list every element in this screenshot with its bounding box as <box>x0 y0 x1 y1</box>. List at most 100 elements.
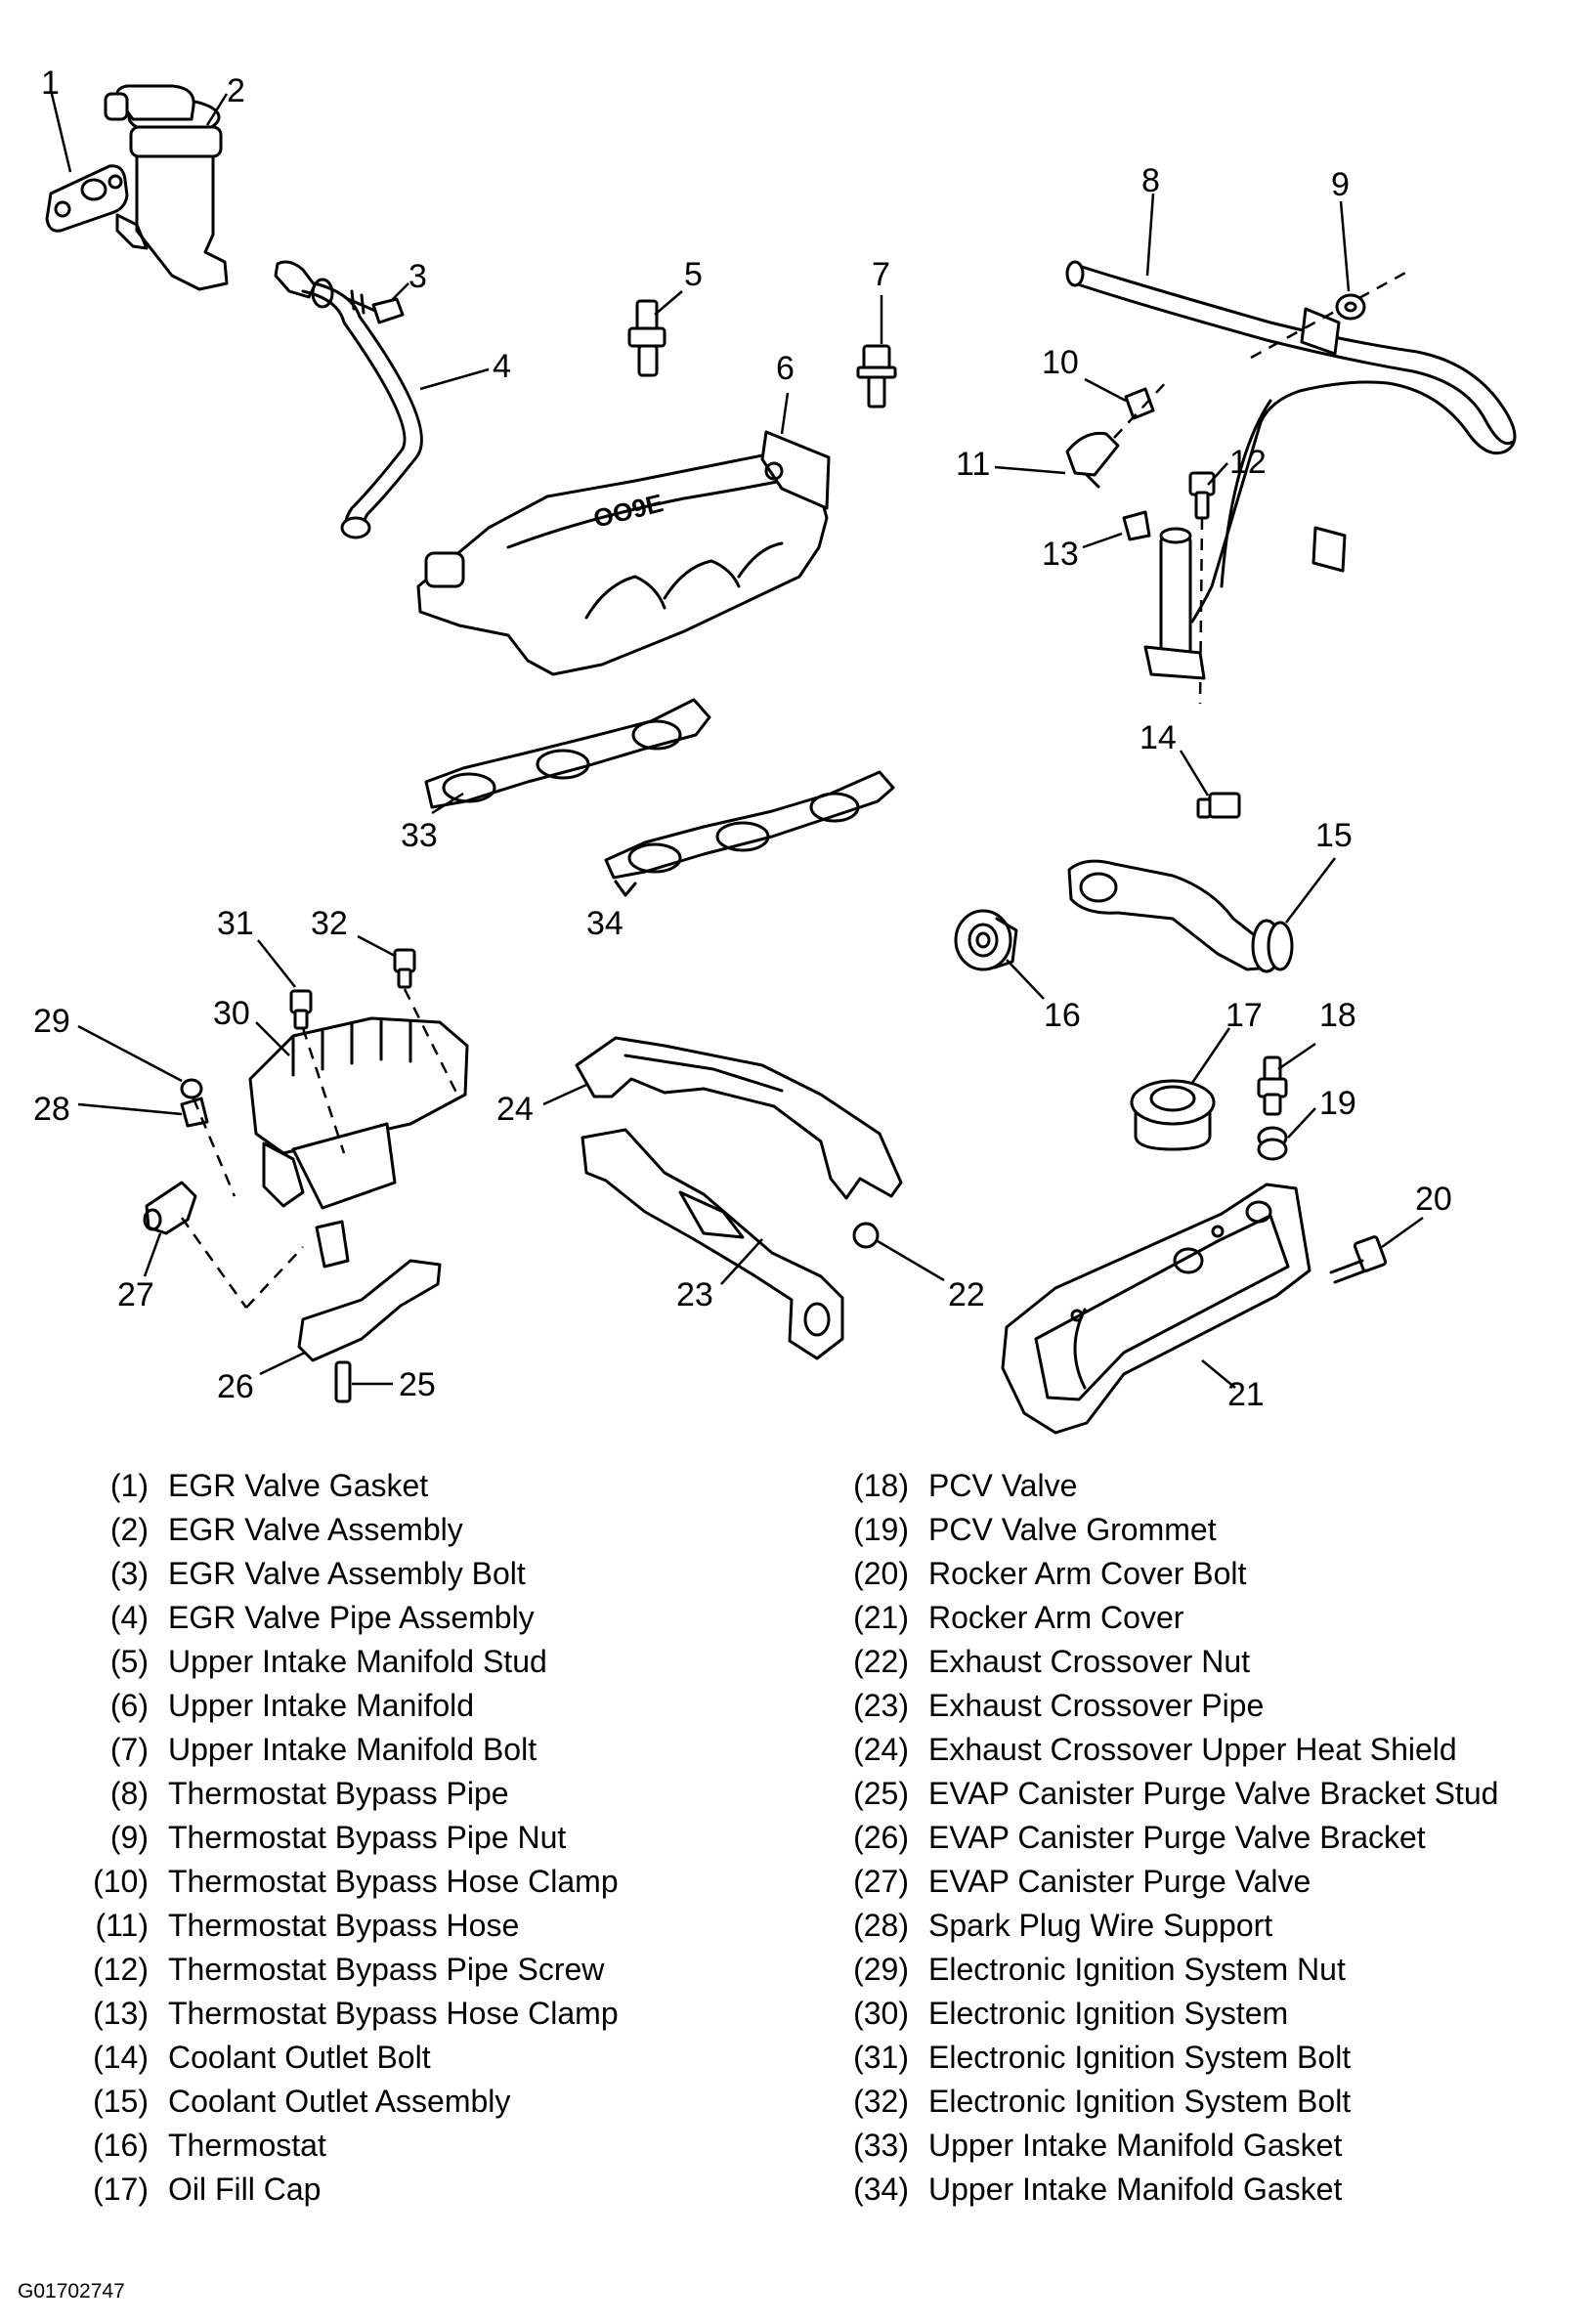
upper-intake-manifold-gasket-33 <box>424 698 711 809</box>
exhaust-crossover-nut <box>852 1222 880 1249</box>
callout-6: 6 <box>776 350 795 387</box>
legend-item-number: (4) <box>109 1600 149 1635</box>
legend-item: (21) Rocker Arm Cover <box>819 1596 1498 1640</box>
exhaust-crossover-upper-heat-shield <box>575 1036 903 1200</box>
legend-item-number: (29) <box>853 1952 909 1987</box>
callout-28: 28 <box>33 1091 70 1128</box>
callout-23: 23 <box>676 1276 713 1313</box>
callout-7: 7 <box>872 256 890 293</box>
exploded-parts-diagram: OO9E <box>33 65 1517 1435</box>
legend-item: (23)Exhaust Crossover Pipe <box>819 1684 1498 1728</box>
legend-item-number: (17) <box>93 2172 149 2207</box>
legend-item: (22)Exhaust Crossover Nut <box>819 1640 1498 1684</box>
legend-item: (30)Electronic Ignition System <box>819 1992 1498 2036</box>
legend-item-label: EGR Valve Assembly <box>168 1512 463 1547</box>
legend-item-number: (11) <box>95 1908 149 1943</box>
electronic-ignition-system-bolt-32 <box>393 948 416 989</box>
callout-12: 12 <box>1229 444 1267 481</box>
pcv-valve-grommet <box>1257 1126 1288 1161</box>
legend-item: (13)Thermostat Bypass Hose Clamp <box>59 1992 619 2036</box>
callout-34: 34 <box>586 905 624 942</box>
legend-item-number: (10) <box>93 1864 149 1899</box>
legend-item-number: (5) <box>109 1644 149 1679</box>
legend-item-label: EVAP Canister Purge Valve Bracket Stud <box>928 1776 1499 1811</box>
electronic-ignition-system-nut <box>180 1078 203 1099</box>
legend-item-number: (8) <box>109 1776 149 1811</box>
pcv-valve <box>1257 1055 1288 1116</box>
callout-26: 26 <box>217 1368 254 1405</box>
legend-item-label: Upper Intake Manifold Gasket <box>928 2172 1343 2207</box>
legend-item: (10) Thermostat Bypass Hose Clamp <box>59 1860 619 1904</box>
legend-item-label: Coolant Outlet Bolt <box>168 2040 431 2075</box>
legend-item-label: Upper Intake Manifold Bolt <box>168 1732 538 1767</box>
legend-item-label: Thermostat Bypass Hose <box>168 1908 520 1943</box>
legend-item-number: (9) <box>109 1820 149 1855</box>
legend-item-label: Thermostat Bypass Hose Clamp <box>168 1864 619 1899</box>
legend-item-label: Thermostat Bypass Pipe Screw <box>168 1952 605 1987</box>
legend-item: (26)EVAP Canister Purge Valve Bracket <box>819 1816 1498 1860</box>
legend-item: (8)Thermostat Bypass Pipe <box>59 1772 619 1816</box>
legend-item: (34) Upper Intake Manifold Gasket <box>819 2168 1498 2212</box>
figure-code: G01702747 <box>18 2280 125 2302</box>
callout-10: 10 <box>1042 344 1079 381</box>
legend-item-number: (3) <box>109 1556 149 1591</box>
legend-item-label: PCV Valve <box>928 1468 1078 1503</box>
legend-item-number: (33) <box>853 2128 909 2163</box>
legend-item: (24)Exhaust Crossover Upper Heat Shield <box>819 1728 1498 1772</box>
legend-item-number: (2) <box>109 1512 149 1547</box>
legend-item: (29) Electronic Ignition System Nut <box>819 1948 1498 1992</box>
legend-item-label: Upper Intake Manifold <box>168 1688 475 1723</box>
legend-item-number: (21) <box>853 1600 909 1635</box>
thermostat-bypass-pipe <box>1065 260 1517 624</box>
legend-item: (16)Thermostat <box>59 2124 619 2168</box>
thermostat-bypass-hose <box>1065 431 1120 489</box>
legend-item-number: (15) <box>93 2084 149 2119</box>
legend-item: (1)EGR Valve Gasket <box>59 1464 619 1508</box>
legend-item-label: Thermostat <box>168 2128 326 2163</box>
egr-valve-pipe-assembly <box>274 260 423 539</box>
legend-item: (19)PCV Valve Grommet <box>819 1508 1498 1552</box>
legend-item-label: EVAP Canister Purge Valve <box>928 1864 1312 1899</box>
callout-16: 16 <box>1044 997 1081 1034</box>
legend-item: (27)EVAP Canister Purge Valve <box>819 1860 1498 1904</box>
callout-2: 2 <box>227 72 245 109</box>
evap-canister-purge-valve-bracket <box>297 1220 442 1362</box>
legend-item-label: Exhaust Crossover Pipe <box>928 1688 1265 1723</box>
thermostat-bypass-pipe-end <box>1143 527 1206 680</box>
callout-13: 13 <box>1042 536 1079 573</box>
legend-item-label: Upper Intake Manifold Gasket <box>928 2128 1343 2163</box>
legend-item-number: (34) <box>853 2172 909 2207</box>
legend-item: (11) Thermostat Bypass Hose <box>59 1904 619 1948</box>
legend-item-label: Upper Intake Manifold Stud <box>168 1644 547 1679</box>
legend-item-label: EGR Valve Pipe Assembly <box>168 1600 535 1635</box>
legend-item-number: (14) <box>93 2040 149 2075</box>
callout-20: 20 <box>1415 1181 1452 1218</box>
legend-item: (32)Electronic Ignition System Bolt <box>819 2080 1498 2124</box>
legend-item: (2) EGR Valve Assembly <box>59 1508 619 1552</box>
thermostat-bypass-pipe-screw <box>1188 471 1216 520</box>
legend-item-number: (24) <box>853 1732 909 1767</box>
legend-item: (6)Upper Intake Manifold <box>59 1684 619 1728</box>
callout-18: 18 <box>1319 997 1356 1034</box>
legend-item-number: (25) <box>853 1776 909 1811</box>
legend-item-number: (30) <box>853 1996 909 2031</box>
legend-item: (25) EVAP Canister Purge Valve Bracket St… <box>819 1772 1498 1816</box>
callout-22: 22 <box>948 1276 985 1313</box>
callout-27: 27 <box>117 1276 154 1313</box>
legend-item-label: Rocker Arm Cover <box>928 1600 1184 1635</box>
legend-item-label: EVAP Canister Purge Valve Bracket <box>928 1820 1426 1855</box>
legend-item-number: (13) <box>93 1996 149 2031</box>
legend-item-label: Oil Fill Cap <box>168 2172 322 2207</box>
electronic-ignition-system-bolt-31 <box>289 989 313 1030</box>
legend-item-number: (18) <box>853 1468 909 1503</box>
upper-intake-manifold: OO9E <box>416 430 831 676</box>
legend-item-label: Coolant Outlet Assembly <box>168 2084 511 2119</box>
exhaust-crossover-pipe <box>580 1128 844 1360</box>
evap-canister-purge-valve-bracket-stud <box>334 1360 352 1403</box>
legend-item-label: Spark Plug Wire Support <box>928 1908 1273 1943</box>
legend-item-label: Electronic Ignition System Nut <box>928 1952 1346 1987</box>
upper-intake-manifold-bolt <box>856 344 897 409</box>
thermostat-bypass-hose-clamp-13 <box>1122 510 1151 541</box>
oil-fill-cap <box>1130 1079 1216 1151</box>
callout-14: 14 <box>1140 719 1177 756</box>
